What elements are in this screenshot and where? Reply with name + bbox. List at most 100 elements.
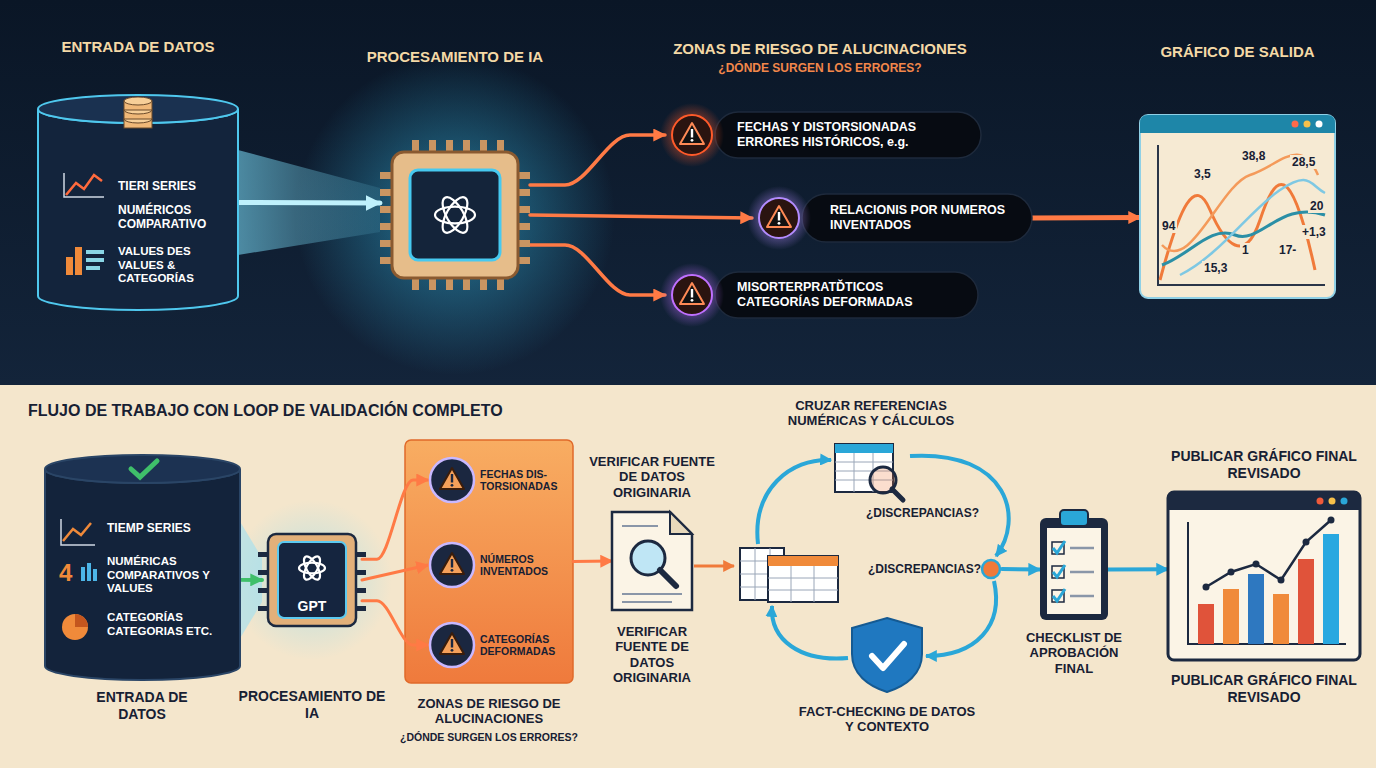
flow-connector (362, 565, 428, 580)
icon-glow (660, 103, 724, 167)
node-text: FECHAS DIS- TORSIONADAS (480, 468, 566, 493)
discrepancy-point: ¿DISCREPANCIAS? (868, 558, 1002, 580)
chart-point (1253, 561, 1260, 568)
bar-icon (81, 567, 85, 581)
icon-ring (430, 543, 474, 587)
loop-arrow (910, 456, 1009, 556)
cylinder-body (38, 109, 238, 310)
flow-connector (1002, 567, 1040, 572)
spreadsheet-icon (740, 548, 838, 602)
node-text: PUBLICAR GRÁFICO FINAL REVISADO (1168, 672, 1360, 705)
check-icon (1053, 565, 1065, 577)
check-icon (1053, 589, 1065, 601)
chart-point (1303, 539, 1310, 546)
node-text: ¿DÓNDE SURGEN LOS ERRORES? (385, 731, 593, 743)
checkbox (1052, 566, 1064, 578)
window-dot (1292, 121, 1299, 128)
chip-core (410, 170, 500, 260)
warning-icon (440, 633, 464, 654)
checklist-line (1070, 595, 1094, 598)
node-text: +1,3 (1300, 225, 1328, 239)
output-chart: GRÁFICO DE SALIDA3,538,828,59420117-+1,3… (1140, 115, 1335, 298)
node-shape (1168, 492, 1360, 660)
node-text: NÚMEROS INVENTADOS (480, 553, 566, 578)
node-text: CHECKLIST DE APROBACIÓN FINAL (1015, 630, 1133, 676)
chart-bar (1198, 604, 1214, 644)
warning-mark (691, 299, 694, 302)
window-dot (1317, 498, 1324, 505)
ai-logo (438, 193, 473, 236)
chart-bar (1248, 574, 1264, 644)
loop-arrow (926, 581, 996, 656)
node-text: CATEGORÍAS DEFORMADAS (480, 633, 566, 658)
warning-mark (451, 569, 454, 572)
warning-mark (451, 559, 453, 568)
chart-point (1328, 517, 1335, 524)
label-text: ¿DISCREPANCIAS? (866, 506, 979, 520)
ai-chip: PROCESAMIENTO DE IA (380, 140, 530, 290)
ai-chip: GPTPROCESAMIENTO DE IA (262, 528, 362, 632)
chip-pin (356, 588, 366, 593)
chart-point (1228, 569, 1235, 576)
approval-clipboard: CHECKLIST DE APROBACIÓN FINAL (1040, 508, 1108, 620)
checklist-line (1070, 571, 1094, 574)
bar-icon (86, 250, 104, 254)
shield (852, 618, 922, 692)
document-lines (622, 526, 682, 602)
chart-point (1203, 584, 1210, 591)
risk-item: FECHAS DIS- TORSIONADAS (428, 452, 568, 508)
node-text: PROCESAMIENTO DE IA (237, 688, 387, 721)
flow-connector (238, 200, 380, 206)
node-text: 15,3 (1202, 261, 1229, 275)
ai-logo (438, 193, 473, 236)
node-text: PUBLICAR GRÁFICO FINAL REVISADO (1168, 448, 1360, 481)
ai-logo (299, 563, 325, 574)
chart-icon (66, 175, 102, 195)
data-beam (238, 150, 380, 255)
warning-icon (440, 553, 464, 574)
node-shape (852, 618, 922, 692)
node-text: ENTRADA DE DATOS (92, 689, 192, 722)
flow-arrow (694, 565, 734, 568)
bg-rect (768, 556, 838, 566)
node-text: ENTRADA DE DATOS (28, 38, 248, 56)
pill-body (802, 194, 1032, 242)
database-icon (124, 97, 152, 105)
node-shape (835, 440, 907, 502)
node-shape (1140, 115, 1335, 298)
risk-panel-fill (405, 440, 573, 683)
icon-ring (430, 623, 474, 667)
label-text: ZONAS DE RIESGO DE ALUCINACIONES (665, 40, 975, 58)
flow-connector (530, 135, 665, 185)
flow-connector (362, 480, 428, 559)
top-panel (0, 0, 1376, 385)
crosscheck-icon: CRUZAR REFERENCIAS NUMÉRICAS Y CÁLCULOS (835, 440, 907, 502)
warning-icon (680, 283, 704, 304)
bar-icon (86, 266, 100, 270)
warning-icon (680, 123, 704, 144)
chart-bar (1273, 594, 1289, 644)
chart-bar (1323, 534, 1339, 644)
clipboard-paper (1047, 528, 1101, 614)
document-fold (670, 512, 692, 534)
window-dot (1329, 498, 1336, 505)
warning-mark (451, 649, 454, 652)
cylinder-body (45, 469, 240, 680)
window-bar (1168, 492, 1360, 510)
flow-connector (362, 601, 428, 645)
chip-pin (258, 606, 268, 611)
ai-logo (301, 554, 323, 582)
spreadsheet (835, 444, 893, 453)
chip-pin (258, 552, 268, 557)
warning-mark (451, 474, 453, 483)
icon-glow (747, 186, 811, 250)
window-bar (1140, 115, 1335, 133)
node-text: PROCESAMIENTO DE IA (335, 48, 575, 66)
node-text: 28,5 (1290, 155, 1317, 169)
warning-icon (440, 468, 464, 489)
magnifier (892, 489, 903, 500)
database-cylinder: TIEMP SERIES4NUMÉRICAS COMPARATIVOS Y VA… (45, 455, 240, 680)
factcheck-shield: FACT-CHECKING DE DATOS Y CONTEXTO (852, 618, 922, 692)
node-text: 1 (1240, 243, 1251, 257)
bar-icon (87, 563, 91, 581)
